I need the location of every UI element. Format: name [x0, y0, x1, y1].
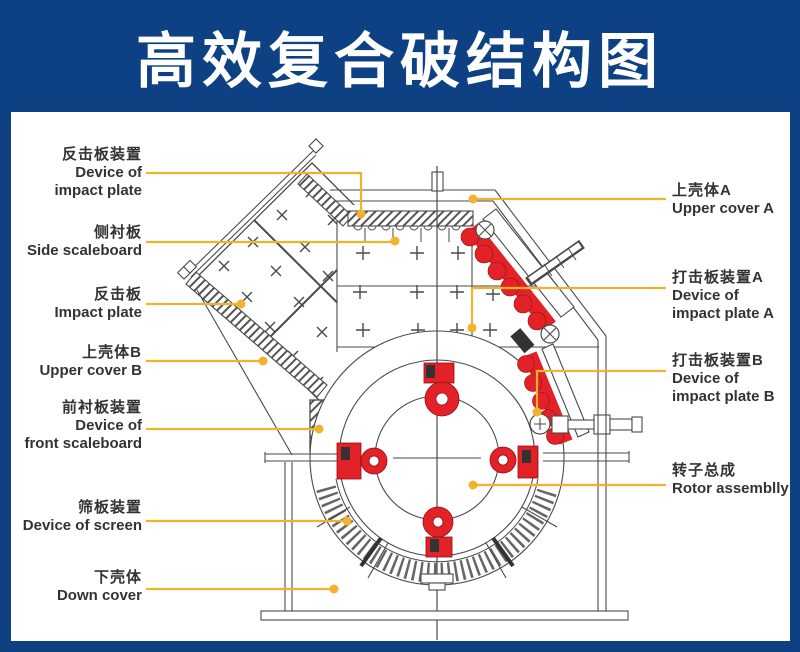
page-title: 高效复合破结构图: [136, 27, 664, 95]
label-upper-cover-a: 上壳体A Upper cover A: [672, 182, 797, 218]
label-side-scaleboard: 侧衬板 Side scaleboard: [8, 224, 142, 260]
label-impact-plate: 反击板 Impact plate: [8, 286, 142, 322]
label-en: Down cover: [56, 587, 142, 604]
leader-front-scaleboard: [146, 424, 324, 434]
hammer-top: [423, 362, 460, 417]
leader-impact-plate: [146, 299, 246, 309]
label-impact-plate-a: 打击板装置A Device of impact plate A: [672, 269, 797, 323]
leader-impact-plate-b: [532, 369, 666, 417]
label-screen-device: 筛板装置 Device of screen: [8, 499, 142, 535]
label-en: Rotor assemblly: [672, 480, 789, 497]
hammer-right: [489, 445, 539, 479]
leader-impact-plate-a: [467, 286, 666, 333]
leader-impact-plate-device: [146, 171, 366, 219]
label-cn: 侧衬板: [93, 224, 142, 241]
label-cn: 打击板装置B: [672, 352, 764, 369]
label-upper-cover-b: 上壳体B Upper cover B: [8, 344, 142, 380]
leader-rotor-assembly: [468, 480, 666, 490]
label-en: impact plate A: [672, 305, 774, 322]
down-cover: [260, 336, 630, 621]
label-cn: 前衬板装置: [61, 399, 142, 416]
label-cn: 下壳体: [93, 569, 142, 586]
label-en: Impact plate: [54, 304, 142, 321]
leader-upper-cover-b: [146, 356, 268, 366]
label-en: Device of: [672, 370, 739, 387]
label-impact-plate-b: 打击板装置B Device of impact plate B: [672, 352, 797, 406]
label-cn: 打击板装置A: [672, 269, 764, 286]
leader-down-cover: [146, 584, 339, 594]
label-en: Upper cover B: [39, 362, 142, 379]
label-cn: 反击板装置: [61, 146, 142, 163]
impact-plate-device-liner: [297, 173, 474, 242]
label-en: Side scaleboard: [26, 242, 142, 259]
impact-plate-a-device: [460, 208, 585, 354]
label-front-scaleboard: 前衬板装置 Device of front scaleboard: [8, 399, 142, 453]
label-cn: 上壳体B: [82, 344, 142, 361]
rotor-hammers: [336, 362, 539, 558]
plus-marks: [353, 246, 500, 337]
banner: 高效复合破结构图: [0, 0, 800, 112]
label-en: Device of: [75, 417, 142, 434]
label-en: Device of screen: [22, 517, 142, 534]
label-en: front scaleboard: [24, 435, 142, 452]
machine-drawing: [176, 138, 643, 640]
label-rotor-assembly: 转子总成 Rotor assemblly: [672, 462, 797, 498]
label-en: impact plate B: [672, 388, 775, 405]
label-en: impact plate: [54, 182, 142, 199]
hammer-bottom: [422, 506, 454, 558]
leader-screen-device: [146, 516, 352, 526]
hammer-left: [336, 442, 388, 480]
leader-side-scaleboard: [146, 236, 400, 246]
leader-lines: [146, 171, 666, 594]
label-down-cover: 下壳体 Down cover: [8, 569, 142, 605]
tension-rod-a: [525, 239, 585, 287]
leader-upper-cover-a: [468, 194, 666, 204]
rotor-assembly: [309, 166, 565, 640]
label-impact-plate-device: 反击板装置 Device of impact plate: [8, 146, 142, 200]
label-cn: 上壳体A: [672, 182, 732, 199]
label-en: Device of: [672, 287, 739, 304]
label-en: Device of: [75, 164, 142, 181]
label-en: Upper cover A: [672, 200, 774, 217]
label-cn: 筛板装置: [77, 499, 142, 516]
label-cn: 反击板: [93, 286, 142, 303]
label-cn: 转子总成: [672, 462, 737, 479]
